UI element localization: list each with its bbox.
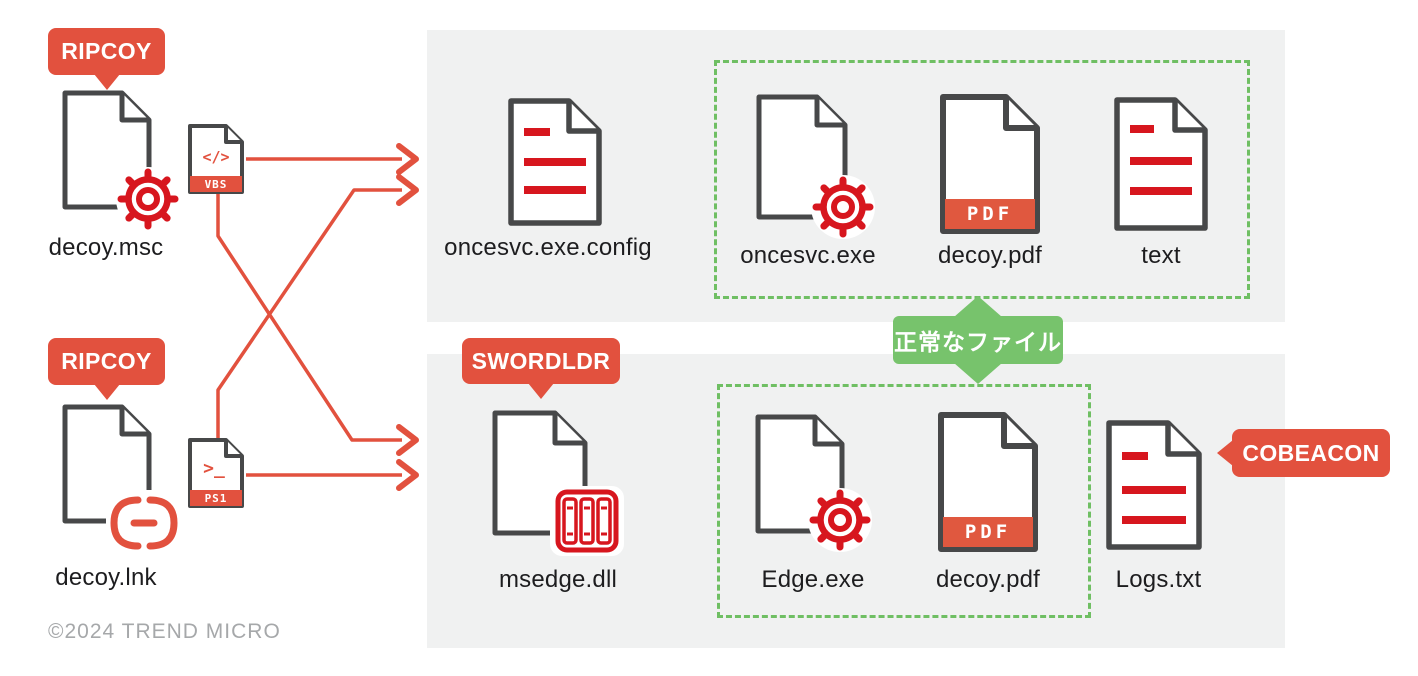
logs-txt-label: Logs.txt: [1115, 566, 1202, 593]
text-document-icon: [1114, 97, 1208, 231]
ripcoy-badge-bottom-label: RIPCOY: [61, 348, 152, 374]
arrowhead: [396, 459, 419, 491]
decoy-lnk-label: decoy.lnk: [55, 564, 157, 591]
logs-txt-document-icon: [1106, 420, 1202, 550]
arrowhead: [396, 174, 419, 206]
ripcoy-badge-bottom: RIPCOY: [48, 338, 165, 400]
normal-files-badge: 正常なファイル: [893, 296, 1063, 384]
decoy-pdf-top-label: decoy.pdf: [937, 242, 1043, 269]
decoy-msc-label: decoy.msc: [48, 234, 164, 261]
arrowhead: [396, 143, 419, 175]
decoy-pdf-bottom-document-icon: [938, 412, 1038, 552]
swordldr-badge: SWORDLDR: [462, 338, 620, 399]
cobeacon-badge: COBEACON: [1217, 429, 1390, 477]
vbs-type-banner: VBS: [190, 176, 242, 192]
ripcoy-badge-top-label: RIPCOY: [61, 38, 152, 64]
ripcoy-badge-top: RIPCOY: [48, 28, 165, 90]
cobeacon-badge-label: COBEACON: [1242, 439, 1380, 466]
oncesvc-config-label: oncesvc.exe.config: [444, 234, 652, 261]
gear-icon: [808, 488, 872, 552]
decoy-pdf-top-document-icon: [940, 94, 1040, 234]
arrowhead: [396, 424, 419, 456]
pdf-type-banner: PDF: [945, 199, 1035, 229]
decoy-pdf-bottom-label: decoy.pdf: [935, 566, 1041, 593]
pdf-type-banner: PDF: [943, 517, 1033, 547]
link-icon: [106, 490, 182, 556]
benign-files-box-bottom: [717, 384, 1091, 618]
gear-icon: [811, 175, 875, 239]
normal-files-badge-label: 正常なファイル: [894, 329, 1062, 355]
ps1-type-banner: PS1: [190, 490, 242, 506]
dll-library-icon: [550, 486, 624, 556]
oncesvc-config-document-icon: [508, 98, 602, 226]
code-glyph: </>: [202, 148, 230, 166]
edge-exe-label: Edge.exe: [761, 566, 865, 593]
oncesvc-exe-label: oncesvc.exe: [740, 242, 876, 269]
copyright-text: ©2024 TREND MICRO: [48, 620, 281, 643]
text-file-label: text: [1141, 242, 1181, 269]
msedge-dll-label: msedge.dll: [498, 566, 618, 593]
gear-icon: [116, 167, 180, 231]
swordldr-badge-label: SWORDLDR: [471, 347, 611, 374]
terminal-glyph: >_: [203, 458, 225, 479]
